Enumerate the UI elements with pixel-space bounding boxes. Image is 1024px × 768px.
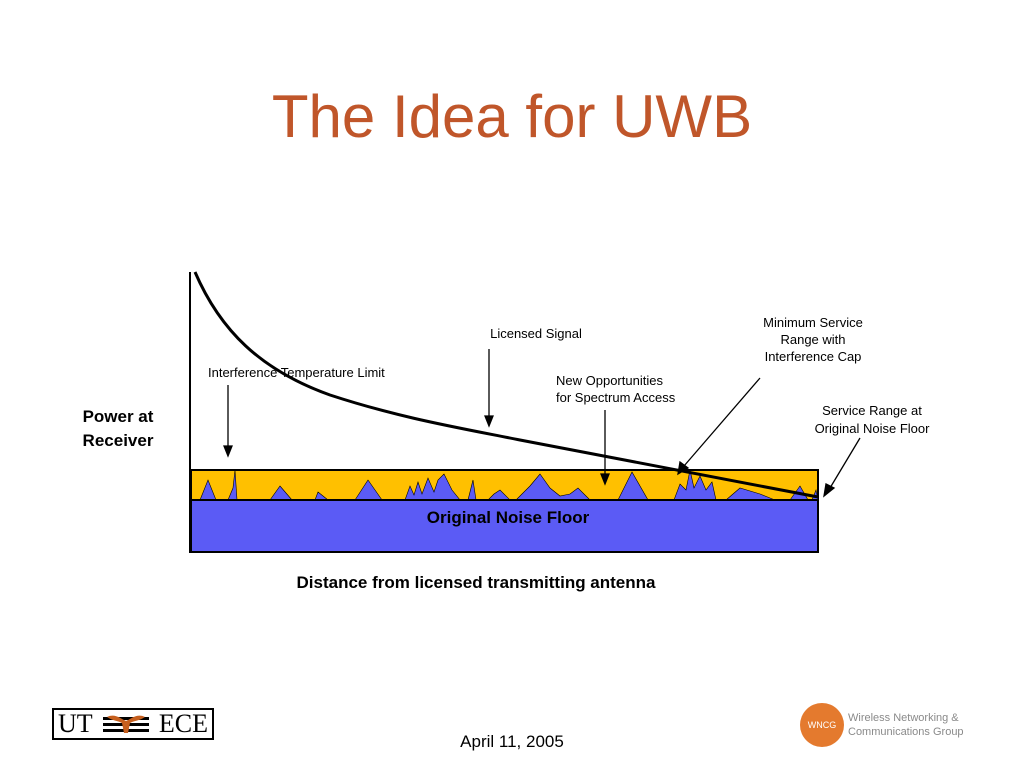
min-service-label-line1: Minimum Service bbox=[763, 315, 863, 330]
service-range-label-line2: Original Noise Floor bbox=[815, 421, 931, 436]
new-opportunities-label-line1: New Opportunities bbox=[556, 373, 663, 388]
longhorn-icon bbox=[93, 710, 159, 738]
x-axis-label: Distance from licensed transmitting ante… bbox=[297, 573, 657, 592]
wncg-logo: WNCG Wireless Networking & Communication… bbox=[800, 703, 1000, 747]
ut-ece-logo: UT ECE bbox=[52, 708, 214, 740]
min-service-label-line2: Range with bbox=[780, 332, 845, 347]
ece-logo-text: ECE bbox=[158, 709, 208, 738]
licensed-signal-curve bbox=[193, 271, 819, 499]
new-opportunities-label-line2: for Spectrum Access bbox=[556, 390, 676, 405]
wncg-text: Wireless Networking & Communications Gro… bbox=[848, 711, 964, 739]
service-range-label-line1: Service Range at bbox=[822, 403, 922, 418]
min-service-label-line3: Interference Cap bbox=[765, 349, 862, 364]
slide-title: The Idea for UWB bbox=[271, 83, 753, 150]
interference-limit-label: Interference Temperature Limit bbox=[208, 365, 385, 380]
ut-logo-text: UT bbox=[58, 709, 93, 738]
footer-date: April 11, 2005 bbox=[460, 732, 564, 751]
noise-floor-band bbox=[190, 499, 819, 553]
wncg-line1: Wireless Networking & bbox=[848, 712, 959, 724]
y-axis-label-line2: Receiver bbox=[83, 431, 154, 450]
licensed-signal-label: Licensed Signal bbox=[490, 326, 582, 341]
y-axis-label-line1: Power at bbox=[83, 407, 154, 426]
wncg-line2: Communications Group bbox=[848, 726, 964, 738]
annotation-arrows bbox=[223, 349, 861, 498]
wncg-badge: WNCG bbox=[800, 703, 844, 747]
noise-floor-label: Original Noise Floor bbox=[427, 508, 590, 527]
